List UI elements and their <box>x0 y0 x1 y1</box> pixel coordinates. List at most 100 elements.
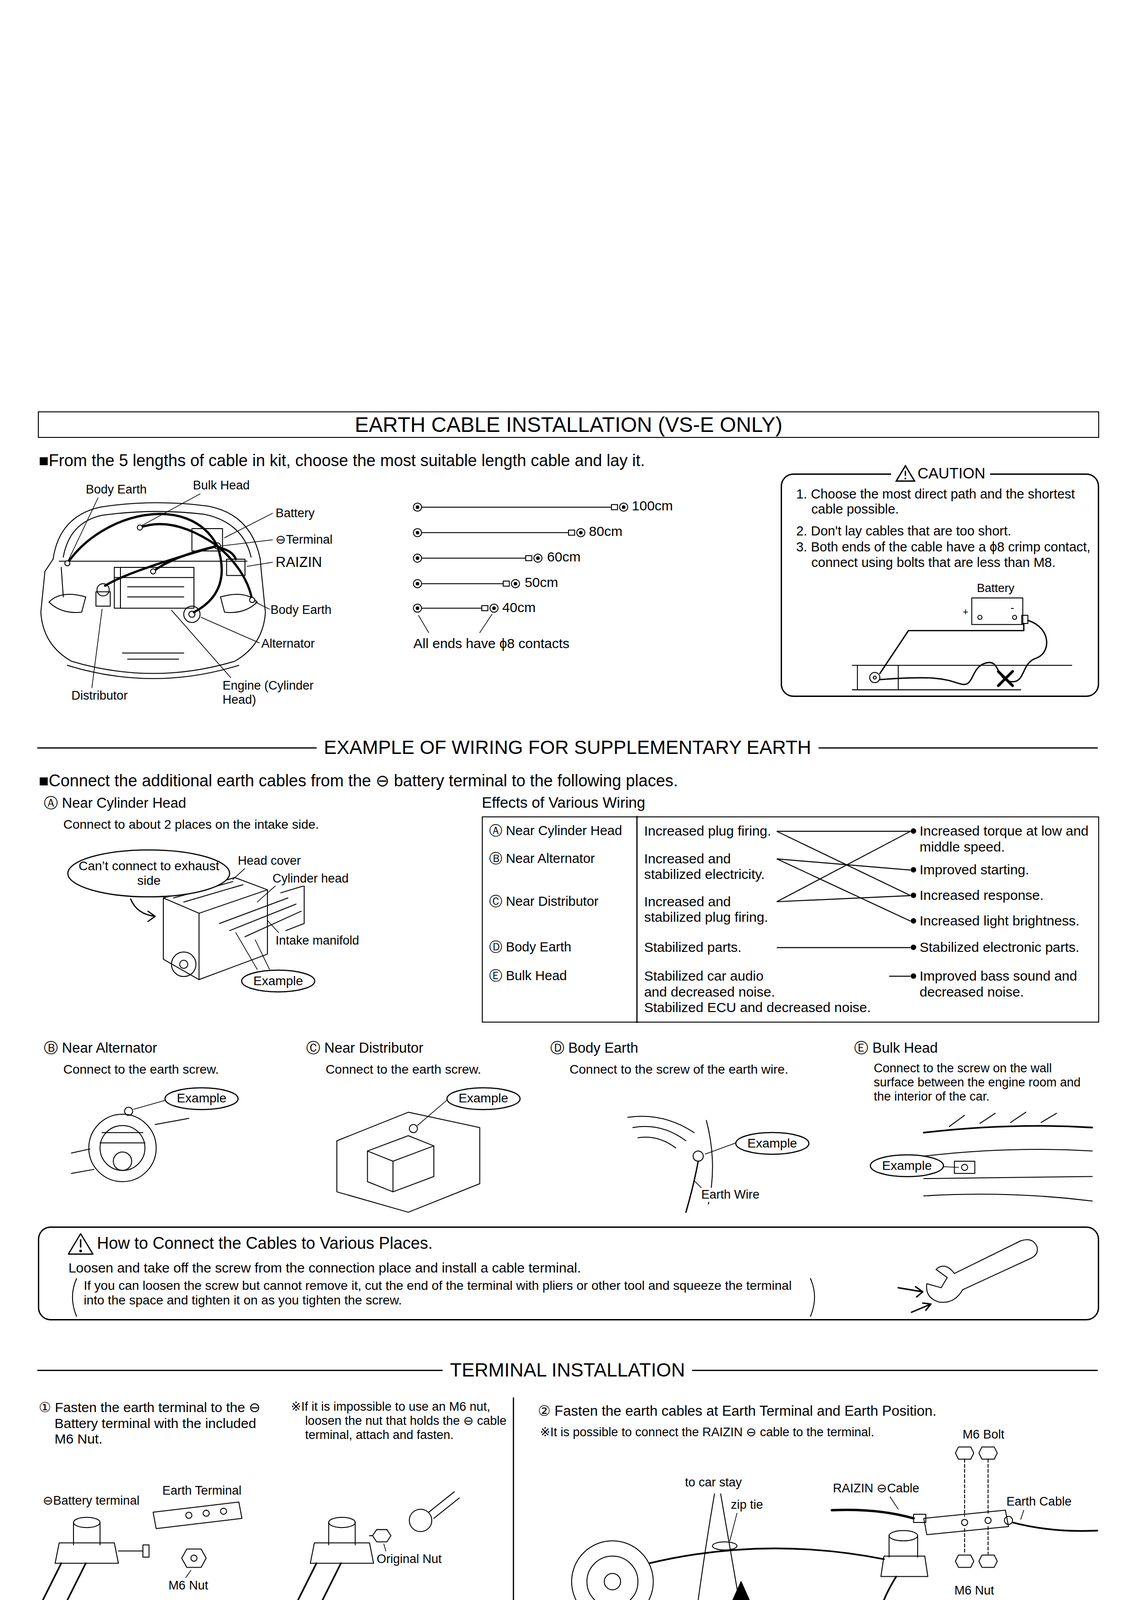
car-illustration <box>59 560 248 562</box>
connector-line <box>776 831 911 903</box>
warning-icon <box>904 477 907 480</box>
cable-sample <box>416 557 419 560</box>
howto-illustration <box>954 1240 1038 1291</box>
car-illustration <box>114 567 194 609</box>
caution-illustration <box>852 665 1072 691</box>
car-illustration <box>52 502 261 560</box>
step-text: ① Fasten the earth terminal to the ⊖ Bat… <box>38 1400 269 1448</box>
example-oval: Example <box>240 969 316 994</box>
earth-cable <box>217 546 253 601</box>
caution-item: 3. Both ends of the cable have a ϕ8 crim… <box>796 539 1103 571</box>
terminal-illustration <box>190 1555 197 1562</box>
earth-cable <box>139 524 218 547</box>
bulkhead-illustration <box>923 1112 1093 1202</box>
distributor-illustration <box>336 1112 480 1213</box>
box-text: Increased plug firing. <box>644 823 778 840</box>
part-label: M6 Nut <box>168 1579 209 1594</box>
item-heading: Ⓔ Bulk Head <box>854 1040 938 1057</box>
instruction: ■From the 5 lengths of cable in kit, cho… <box>38 451 645 470</box>
body-earth-illustration <box>627 1116 694 1134</box>
connector-line <box>776 831 911 897</box>
length-label: 50cm <box>524 574 559 591</box>
instruction: Connect to about 2 places on the intake … <box>63 817 319 833</box>
car-illustration <box>114 567 194 609</box>
terminal-illustration <box>383 1544 386 1552</box>
instruction: ■Connect the additional earth cables fro… <box>38 771 679 791</box>
terminal-illustration <box>185 1570 191 1579</box>
body-earth-illustration <box>632 1126 686 1142</box>
cable-sample <box>418 614 492 633</box>
table-cell: Ⓐ Near Cylinder Head <box>489 823 623 839</box>
terminal-illustration <box>42 1563 86 1600</box>
engine-illustration <box>257 886 276 903</box>
caution-illustration <box>879 623 1024 674</box>
cable-sample <box>413 604 422 613</box>
section-rule <box>636 816 638 1023</box>
distributor-illustration <box>417 1100 448 1127</box>
warning-icon <box>896 465 915 482</box>
caution-illustration <box>971 598 1023 625</box>
oval-outline <box>446 1088 520 1111</box>
title-box: EARTH CABLE INSTALLATION (VS-E ONLY) <box>37 411 1100 439</box>
length-label: 40cm <box>502 599 536 616</box>
terminal-illustration <box>978 1555 997 1569</box>
terminal-illustration <box>978 1447 997 1460</box>
leader-line <box>171 610 231 679</box>
car-illustration <box>183 606 201 623</box>
earth-cable <box>67 514 253 613</box>
terminal-illustration <box>42 1447 1098 1600</box>
box-text: Stabilized car audio and decreased noise… <box>644 968 778 1001</box>
terminal-illustration <box>649 1549 885 1565</box>
oval-outline <box>165 1088 239 1111</box>
section-heading: EXAMPLE OF WIRING FOR SUPPLEMENTARY EART… <box>316 736 819 759</box>
section-rule <box>37 748 1098 1600</box>
caution-item: 1. Choose the most direct path and the s… <box>796 486 1103 518</box>
length-label: 80cm <box>589 523 623 540</box>
box-text: Increased and stabilized electricity. <box>644 851 778 883</box>
cable-sample <box>421 532 569 534</box>
box-text: Increased response. <box>919 887 1095 904</box>
result-cell: Stabilized electronic parts. <box>910 939 1095 956</box>
cable-sample <box>416 606 419 610</box>
part-label: M6 Bolt <box>962 1428 1005 1443</box>
example-oval: Example <box>446 1087 521 1112</box>
part-label: Body Earth <box>270 603 332 618</box>
cable-sample <box>421 558 526 559</box>
instruction: Connect to the screw of the earth wire. <box>569 1062 788 1078</box>
cable-sample <box>481 605 488 611</box>
bulkhead-illustration <box>961 1164 968 1171</box>
note: All ends have ϕ8 contacts <box>413 636 570 653</box>
part-label: Body Earth <box>85 482 147 497</box>
howto-illustration <box>68 1234 94 1255</box>
result-cell: Increased response. <box>910 887 1095 904</box>
terminal-illustration <box>372 1530 392 1543</box>
leader-line <box>201 617 260 644</box>
engine-illustration <box>235 933 258 971</box>
cable-sample <box>619 503 628 512</box>
connector-line <box>776 947 911 949</box>
cable-sample <box>622 506 626 509</box>
terminal-illustration <box>604 1574 621 1591</box>
cable-sample <box>511 579 520 589</box>
leader-line <box>141 494 201 526</box>
terminal-illustration <box>889 1536 919 1558</box>
terminal-illustration <box>923 1510 1009 1536</box>
effect-cell: Increased and stabilized plug firing. <box>644 894 778 926</box>
example-oval: Example <box>869 1154 945 1179</box>
part-label: Earth Wire <box>701 1188 760 1203</box>
connector-line <box>889 976 911 977</box>
terminal-illustration <box>73 1518 100 1529</box>
polarity-sign: + <box>962 606 969 618</box>
box-text: EARTH CABLE INSTALLATION (VS-E ONLY) <box>354 412 783 438</box>
instruction: Connect to the screw on the wall surface… <box>873 1061 1089 1105</box>
section-heading: TERMINAL INSTALLATION <box>442 1359 693 1382</box>
terminal-illustration <box>203 1510 209 1517</box>
connector-line <box>776 859 911 922</box>
leader-line <box>221 540 273 547</box>
cable-sample <box>536 557 540 560</box>
cable-sample <box>413 503 628 633</box>
result-cell: Improved starting. <box>910 862 1095 879</box>
terminal-illustration <box>889 1531 919 1542</box>
terminal-illustration <box>310 1543 374 1565</box>
body-earth-illustration <box>637 1137 676 1149</box>
